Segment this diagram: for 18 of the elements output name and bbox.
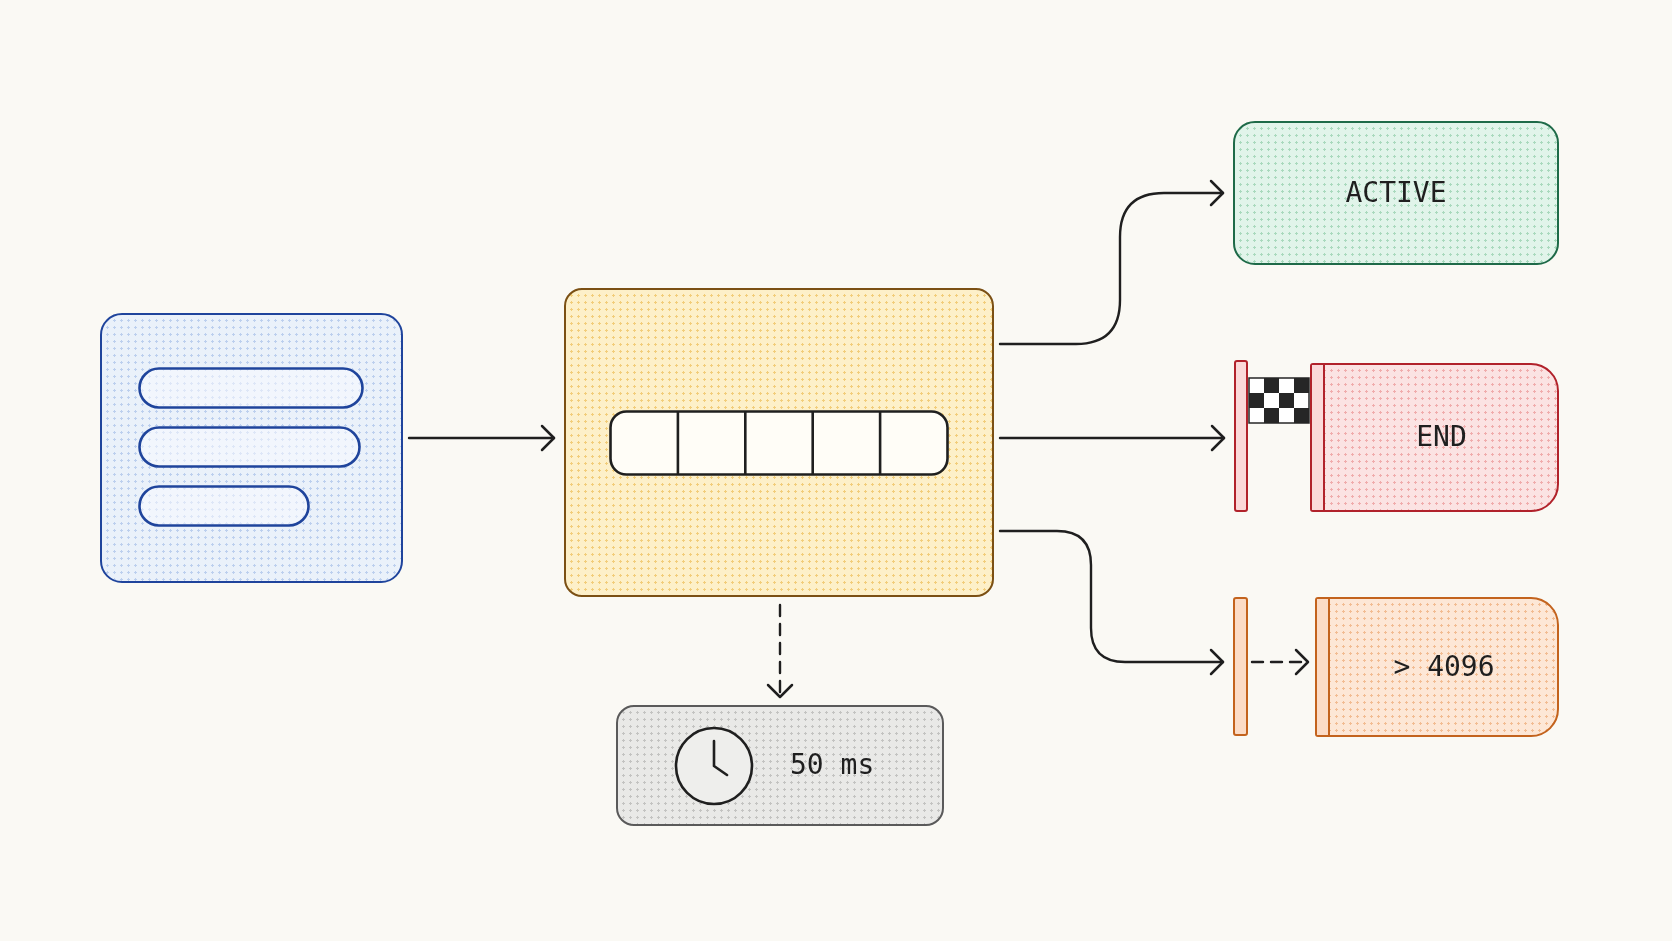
flag-pole: [1233, 597, 1248, 736]
arrow: [998, 424, 1226, 452]
arrow: [998, 529, 1225, 676]
list-card: [100, 313, 403, 583]
state-box: [1233, 121, 1559, 265]
flag-pole: [1234, 360, 1248, 512]
flag-banner-box: [1310, 363, 1559, 512]
arrow: [407, 424, 556, 452]
dashed-arrow: [766, 603, 794, 699]
flag-banner-box: [1315, 597, 1559, 737]
queue-card: [564, 288, 994, 597]
dashed-arrow: [1250, 648, 1310, 676]
node-label: ACTIVE: [1345, 176, 1447, 210]
node-label: 50 ms: [790, 749, 875, 782]
timer-box: [616, 705, 944, 826]
arrow: [998, 179, 1225, 346]
node-label: END: [1416, 421, 1467, 454]
node-label: > 4096: [1393, 650, 1495, 684]
